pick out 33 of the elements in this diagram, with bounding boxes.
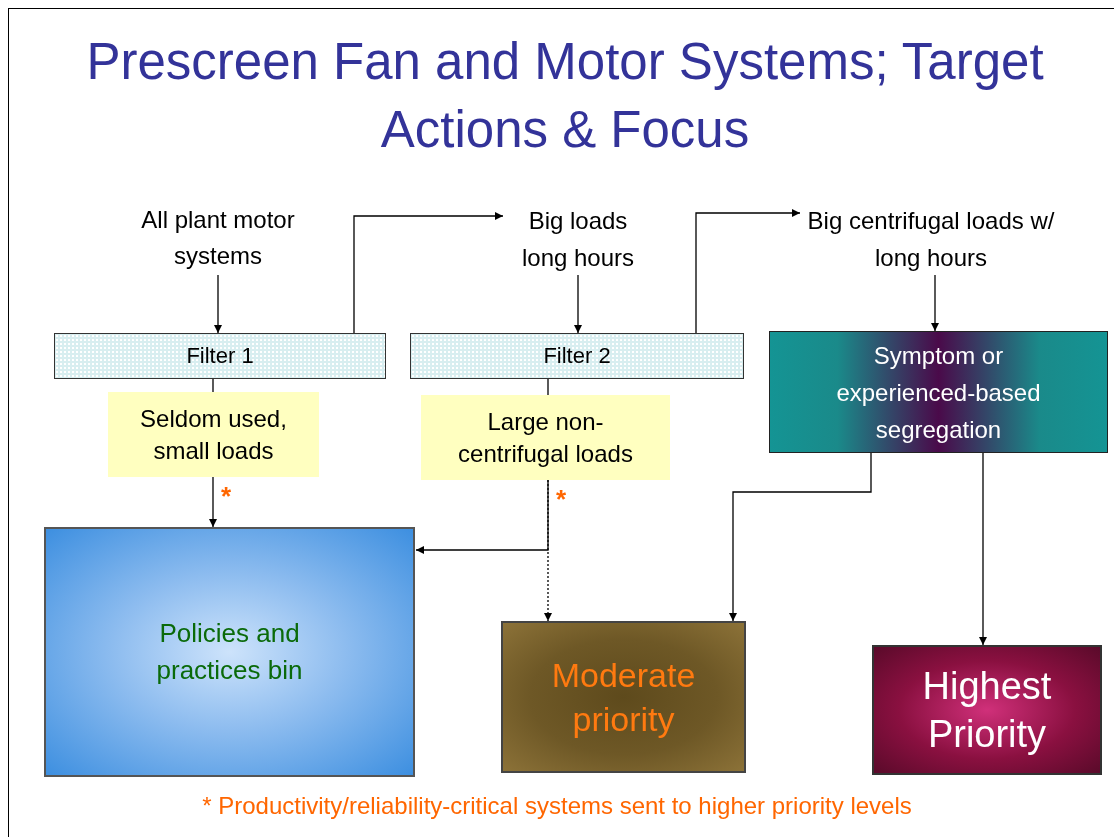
arrow [544, 479, 552, 622]
node-text: Policies and practices bin [155, 617, 304, 687]
caption: * Productivity/reliability-critical systems sent to higher priority levels [201, 792, 913, 820]
arrow [931, 274, 939, 332]
arrow [979, 452, 987, 646]
edge-label: * [221, 483, 232, 509]
arrow [729, 452, 872, 622]
arrow [695, 209, 801, 334]
node-text: Moderate priority [550, 655, 697, 740]
priority-box [872, 645, 1102, 775]
node-text: Large non-centrifugal loads [457, 406, 634, 469]
arrow [209, 476, 217, 528]
edge-label: * [556, 486, 567, 512]
filter-box [410, 333, 744, 379]
node-text: Highest Priority [921, 664, 1053, 757]
bin-box [44, 527, 415, 777]
node-text: Filter 1 [186, 343, 254, 369]
process-box [769, 331, 1108, 453]
result-box [421, 395, 670, 480]
arrow [415, 479, 549, 554]
node-text: Big loads long hours [520, 205, 636, 273]
node-text: Big centrifugal loads w/ long hours [806, 205, 1056, 273]
priority-box [501, 621, 746, 773]
node-text: All plant motor systems [140, 204, 296, 271]
arrow [353, 212, 504, 334]
node-text: Seldom used, small loads [139, 403, 288, 466]
node-text: Filter 2 [543, 343, 611, 369]
arrow [214, 274, 222, 334]
filter-box [54, 333, 386, 379]
title: Prescreen Fan and Motor Systems; Target Actions & Focus [85, 32, 1045, 160]
arrow [574, 274, 582, 334]
result-box [108, 392, 319, 477]
node-text: Symptom or experienced-based segregation [835, 340, 1042, 445]
